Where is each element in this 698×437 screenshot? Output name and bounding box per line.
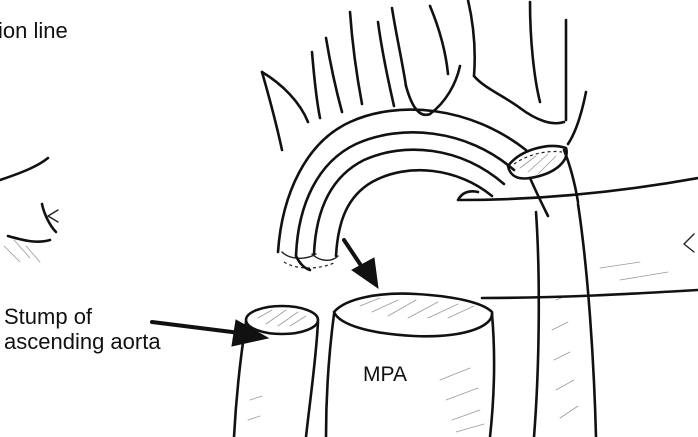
stump-label-line1: Stump of [4, 304, 161, 329]
descending-aorta [534, 204, 596, 437]
distal-anastomosis [508, 146, 578, 216]
stump-label: Stump of ascending aorta [4, 304, 161, 354]
resection-line-label: ion line [0, 18, 68, 43]
arrow-to-mpa [344, 240, 378, 288]
stump-label-line2: ascending aorta [4, 329, 161, 354]
mpa-label: MPA [363, 362, 407, 387]
arrow-to-stump [152, 320, 268, 346]
left-structure [0, 158, 58, 262]
neck-vessels [262, 0, 586, 150]
main-pulmonary-artery [326, 294, 494, 437]
arch-graft [278, 110, 526, 270]
